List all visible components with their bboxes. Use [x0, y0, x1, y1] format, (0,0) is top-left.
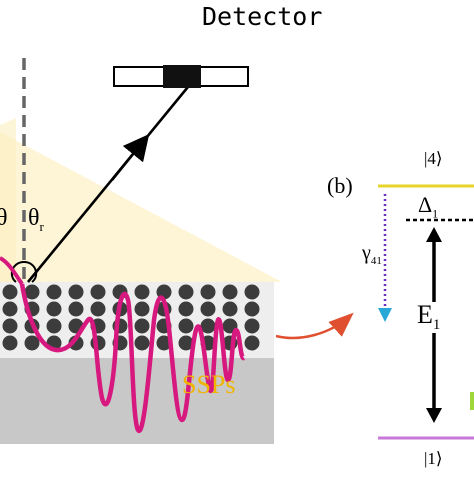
nanoparticle	[178, 335, 194, 351]
nanoparticle	[178, 284, 194, 300]
green-marker	[470, 392, 474, 410]
ssp-wave	[19, 283, 247, 433]
detuning-sub: 1	[432, 206, 439, 221]
nanoparticle	[46, 301, 62, 317]
nanoparticle	[2, 284, 18, 300]
nanoparticle	[2, 335, 18, 351]
detector-sensor	[163, 65, 201, 88]
nanoparticle	[156, 335, 172, 351]
nanoparticle	[200, 318, 216, 334]
nanoparticle	[24, 335, 40, 351]
angle-reflected-label: θr	[28, 206, 44, 233]
detuning-label: Δ1	[418, 192, 439, 221]
energy-arrow-head-top	[426, 227, 442, 242]
nanoparticle	[200, 284, 216, 300]
nanoparticle	[46, 284, 62, 300]
angle-reflected-sub: r	[39, 218, 44, 234]
reflected-beam-arrow	[110, 133, 150, 181]
nanoparticle	[46, 318, 62, 334]
angle-reflected-symbol: θ	[28, 205, 40, 231]
nanoparticle	[90, 301, 106, 317]
decay-arrow-head	[378, 308, 392, 322]
state-top-label: |4⟩	[424, 149, 443, 168]
nanoparticle	[68, 284, 84, 300]
decay-label: γ41	[362, 243, 382, 267]
nanoparticle	[200, 301, 216, 317]
energy-sub: 1	[432, 317, 441, 334]
detector-label: Detector	[202, 2, 323, 31]
prism-highlight	[0, 118, 16, 282]
nanoparticle	[222, 301, 238, 317]
ssp-label: SSPs	[182, 370, 236, 399]
angle-incident-label: θ	[0, 205, 8, 231]
incident-wave	[0, 256, 24, 286]
nanoparticle	[134, 284, 150, 300]
nanoparticle	[178, 301, 194, 317]
coupling-arrow	[275, 312, 354, 340]
energy-symbol: E	[417, 300, 433, 329]
reflected-beam	[26, 81, 194, 283]
state-bottom-label: |1⟩	[424, 449, 443, 468]
decay-symbol: γ	[362, 242, 371, 264]
angle-arc-reflected	[23, 261, 38, 283]
nanoparticle	[244, 301, 260, 317]
nanoparticle	[134, 335, 150, 351]
energy-label: E1	[415, 300, 443, 334]
nanoparticle	[68, 335, 84, 351]
nanoparticle	[134, 301, 150, 317]
nanoparticle	[244, 318, 260, 334]
prism-region	[0, 132, 282, 282]
energy-arrow-head-bottom	[426, 408, 442, 423]
detuning-symbol: Δ	[418, 192, 433, 217]
nanoparticle	[134, 318, 150, 334]
decay-sub: 41	[370, 255, 382, 267]
nanoparticle	[2, 318, 18, 334]
nanoparticle	[244, 284, 260, 300]
nanoparticle	[178, 318, 194, 334]
nanoparticle	[90, 284, 106, 300]
nanoparticle	[24, 284, 40, 300]
nanoparticle	[68, 301, 84, 317]
nanoparticle	[222, 284, 238, 300]
panel-b-label: (b)	[327, 173, 353, 198]
nanoparticle	[244, 335, 260, 351]
nanoparticle	[2, 301, 18, 317]
